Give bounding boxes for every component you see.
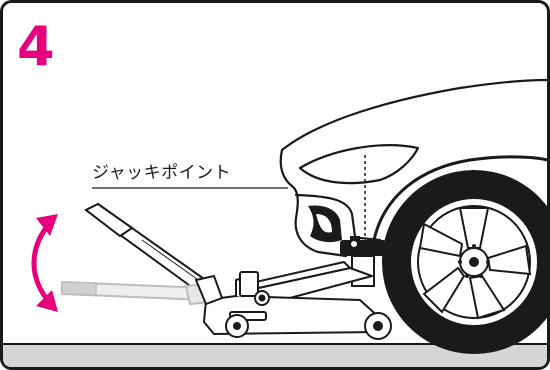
jack-point-label: ジャッキポイント: [92, 165, 231, 182]
floor-jack: [204, 262, 391, 339]
jack-handle-lowered: [62, 282, 212, 304]
front-wheel: [382, 170, 550, 354]
raise-lower-arrow-icon: [34, 214, 58, 312]
step-number: 4: [17, 20, 55, 74]
jack-handle-raised: [86, 204, 214, 296]
